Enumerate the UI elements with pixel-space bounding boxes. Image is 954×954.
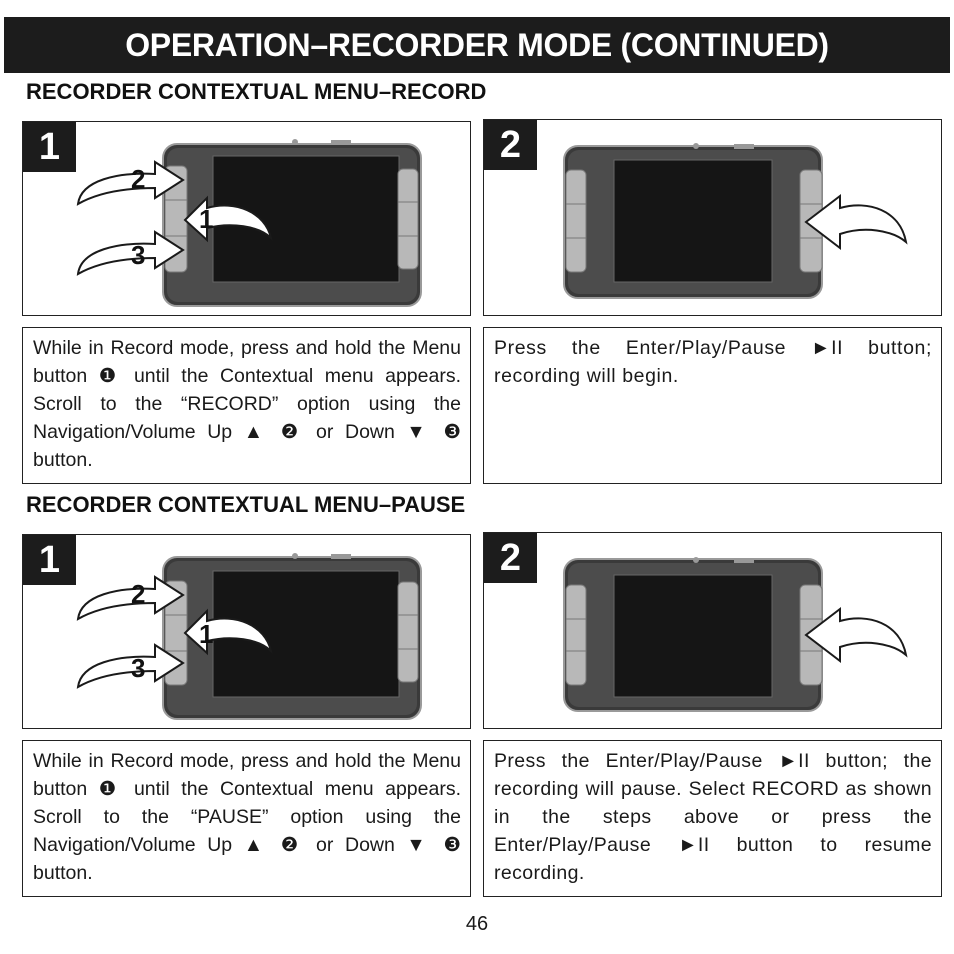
pause-step2-illustration: 2 — [483, 532, 942, 729]
callout-2: 2 — [131, 579, 145, 609]
record-step2-illustration: 2 — [483, 119, 942, 316]
device-illustration — [563, 143, 908, 299]
arrow-up-icon — [76, 160, 185, 206]
record-step2-instructions: Press the Enter/Play/Pause ►II button; r… — [483, 327, 942, 484]
callout-3: 3 — [131, 240, 145, 270]
callout-1: 1 — [199, 619, 213, 649]
callout-1: 1 — [199, 204, 213, 234]
arrow-menu-icon — [183, 608, 273, 656]
section-heading-record: RECORDER CONTEXTUAL MENU–RECORD — [26, 79, 487, 104]
pause-step1-instructions: While in Record mode, press and hold the… — [22, 740, 471, 897]
pause-step1-illustration: 2 1 3 1 — [22, 534, 471, 729]
step-number: 2 — [484, 533, 537, 583]
page-title: OPERATION–RECORDER MODE (CONTINUED) — [125, 26, 829, 63]
arrow-up-icon — [76, 575, 185, 621]
arrow-enter-icon — [804, 606, 908, 664]
record-step1-illustration: 2 1 3 1 — [22, 121, 471, 316]
step-number: 1 — [23, 535, 76, 585]
pause-step2-instructions: Press the Enter/Play/Pause ►II button; t… — [483, 740, 942, 897]
callout-3: 3 — [131, 653, 145, 683]
page-number: 46 — [465, 913, 489, 935]
device-illustration — [563, 557, 908, 712]
record-step1-instructions: While in Record mode, press and hold the… — [22, 327, 471, 484]
arrow-enter-icon — [804, 193, 908, 251]
arrow-down-icon — [76, 230, 185, 276]
device-illustration: 2 1 3 — [76, 139, 422, 307]
device-illustration: 2 1 3 — [76, 553, 422, 720]
section-heading-pause: RECORDER CONTEXTUAL MENU–PAUSE — [26, 492, 466, 517]
callout-2: 2 — [131, 164, 145, 194]
arrow-menu-icon — [183, 195, 273, 243]
page-title-bar: OPERATION–RECORDER MODE (CONTINUED) — [4, 17, 950, 73]
arrow-down-icon — [76, 643, 185, 689]
step-number: 1 — [23, 122, 76, 172]
step-number: 2 — [484, 120, 537, 170]
